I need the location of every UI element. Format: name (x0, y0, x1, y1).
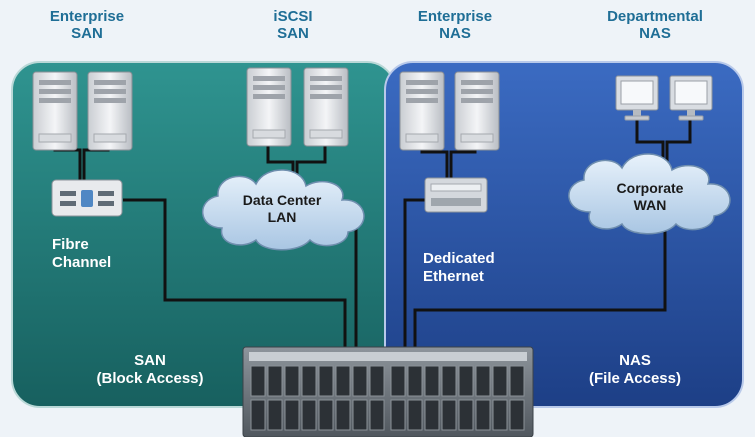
drive-bay (352, 365, 368, 397)
ethernet-switch-icon (424, 177, 488, 213)
drive-bay (475, 365, 491, 397)
server-icon (454, 71, 500, 151)
enterprise-san-label: Enterprise SAN (49, 8, 125, 42)
drive-bay (250, 399, 266, 431)
drive-bay (301, 365, 317, 397)
corporate-wan-label: Corporate WAN (616, 180, 684, 213)
iscsi-san-label: iSCSI SAN (273, 8, 313, 42)
drive-bay (407, 365, 423, 397)
drive-bay (492, 365, 508, 397)
drive-bay (441, 399, 457, 431)
drive-bay (318, 365, 334, 397)
drive-bay (267, 365, 283, 397)
drive-bay (509, 365, 525, 397)
server-icon (32, 71, 78, 151)
drive-bay (390, 399, 406, 431)
enterprise-nas-label: Enterprise NAS (417, 8, 493, 42)
server-icon (399, 71, 445, 151)
server-icon (87, 71, 133, 151)
drive-bay (458, 399, 474, 431)
fibre-channel-switch-icon (51, 179, 123, 217)
drive-bay (492, 399, 508, 431)
drive-bay (390, 365, 406, 397)
dedicated-ethernet-label: Dedicated Ethernet (423, 250, 495, 285)
drive-bay (441, 365, 457, 397)
departmental-nas-label: Departmental NAS (607, 8, 703, 42)
data-center-lan-label: Data Center LAN (242, 192, 322, 225)
cloud-icon (568, 153, 731, 235)
drive-bay (369, 365, 385, 397)
drive-bay (267, 399, 283, 431)
drive-bay (284, 399, 300, 431)
drive-bay (407, 399, 423, 431)
drive-bay (284, 365, 300, 397)
drive-bay (335, 365, 351, 397)
drive-bay (352, 399, 368, 431)
cloud-icon (201, 169, 365, 251)
drive-bay (318, 399, 334, 431)
fibre-channel-label: Fibre Channel (52, 236, 112, 271)
san-footer-label: SAN (Block Access) (96, 352, 204, 387)
server-icon (246, 67, 292, 147)
storage-array-icon (242, 346, 534, 437)
drive-bay (458, 365, 474, 397)
drive-bay (509, 399, 525, 431)
drive-bay (369, 399, 385, 431)
drive-bay (475, 399, 491, 431)
nas-footer-label: NAS (File Access) (589, 352, 681, 387)
drive-bay (250, 365, 266, 397)
server-icon (303, 67, 349, 147)
cables (53, 120, 692, 355)
drive-bay (424, 399, 440, 431)
drive-bay (424, 365, 440, 397)
drive-bay (335, 399, 351, 431)
drive-bay (301, 399, 317, 431)
